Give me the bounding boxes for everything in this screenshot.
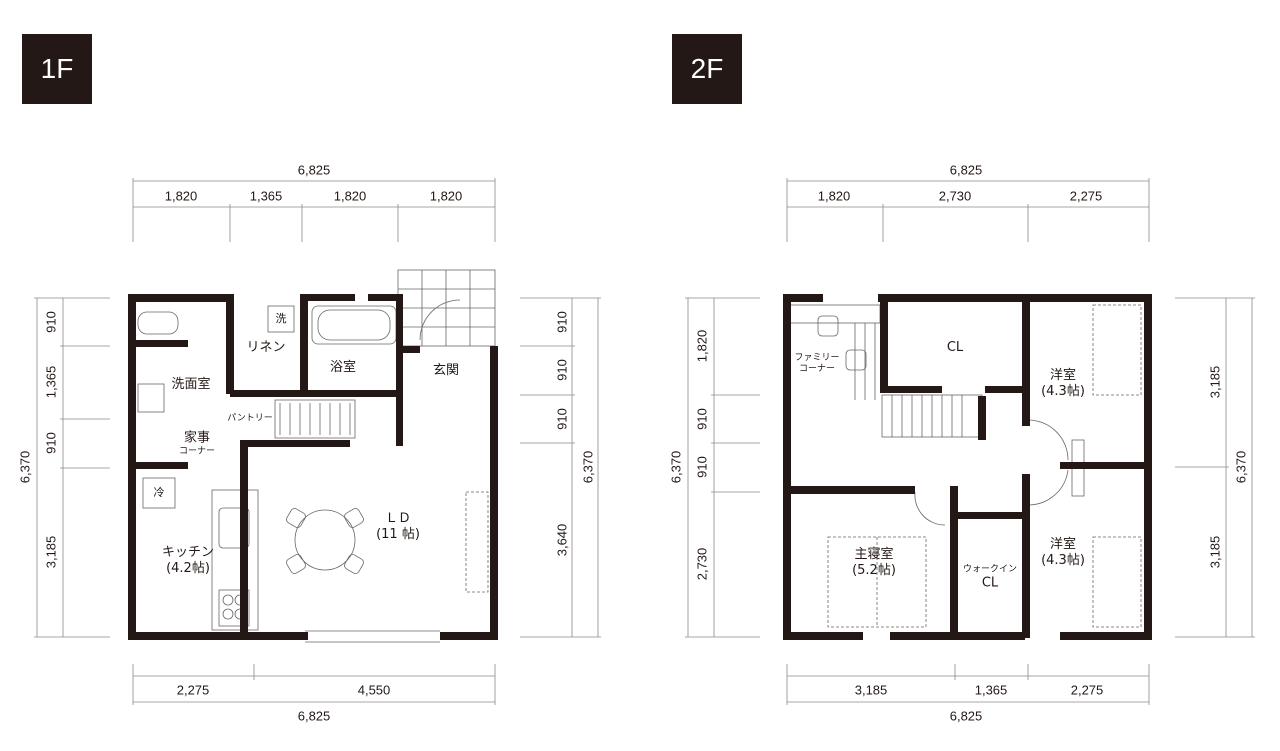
dim-2f-left-1: 910 [694, 408, 710, 430]
dim-1f-top-0: 1,820 [164, 188, 198, 204]
dim-1f-right-2: 910 [554, 408, 570, 430]
room-1f-bath: 浴室 [329, 360, 357, 375]
room-1f-kitchen-line1: キッチン [161, 545, 215, 560]
dim-2f-left-2: 910 [694, 456, 710, 478]
room-1f-ld: ＬＤ (11 帖) [376, 511, 420, 543]
room-1f-pantry: パントリー [227, 413, 273, 424]
dim-1f-bottom-0: 2,275 [176, 682, 210, 698]
dim-1f-right-0: 910 [554, 311, 570, 333]
room-2f-master: 主寝室 (5.2帖) [852, 547, 896, 579]
room-2f-cl: CL [946, 340, 964, 355]
room-2f-wic: ウォークイン CL [963, 565, 1017, 592]
dim-1f-right-total: 6,370 [580, 450, 596, 484]
dim-1f-top-1: 1,365 [249, 188, 283, 204]
room-1f-ld-line2: (11 帖) [376, 527, 420, 542]
room-2f-western-a-line2: (4.3帖) [1041, 384, 1085, 399]
room-1f-linen: リネン [246, 340, 286, 355]
dim-2f-left-3: 2,730 [694, 547, 710, 581]
room-1f-kitchen-line2: (4.2帖) [166, 561, 210, 576]
room-1f-washroom: 洗面室 [171, 377, 211, 392]
dim-1f-bottom-total: 6,825 [297, 708, 331, 724]
room-1f-washer: 洗 [275, 312, 287, 325]
dim-2f-right-total: 6,370 [1233, 450, 1249, 484]
dim-1f-left-total: 6,370 [17, 450, 33, 484]
room-2f-western-b-line2: (4.3帖) [1041, 553, 1085, 568]
floor-badge-2f-label: 2F [690, 53, 724, 84]
room-2f-master-line1: 主寝室 [854, 547, 894, 562]
room-1f-ld-line1: ＬＤ [384, 511, 412, 526]
dim-1f-right-3: 3,640 [554, 523, 570, 557]
room-1f-fridge: 冷 [153, 486, 165, 499]
dim-2f-top-0: 1,820 [817, 188, 851, 204]
walls-2f [783, 294, 1152, 640]
room-2f-western-b-line1: 洋室 [1049, 537, 1077, 552]
dim-2f-bottom-2: 2,275 [1070, 682, 1104, 698]
dim-2f-bottom-total: 6,825 [949, 708, 983, 724]
room-2f-family-corner: ファミリー コーナー [794, 353, 839, 375]
dim-2f-right-0: 3,185 [1207, 365, 1223, 399]
dim-2f-left-total: 6,370 [668, 450, 684, 484]
dim-1f-left-0: 910 [43, 311, 59, 333]
dim-1f-bottom-1: 4,550 [357, 682, 391, 698]
dim-1f-top-total: 6,825 [297, 162, 331, 178]
dim-2f-bottom-1: 1,365 [974, 682, 1008, 698]
room-2f-western-b: 洋室 (4.3帖) [1041, 537, 1085, 569]
room-1f-kitchen: キッチン (4.2帖) [162, 545, 214, 577]
floor-badge-1f: 1F [22, 34, 92, 104]
dim-2f-bottom-0: 3,185 [854, 682, 888, 698]
room-2f-family-line1: ファミリー [794, 353, 840, 363]
room-1f-housework: 家事 コーナー [179, 431, 215, 458]
room-1f-entrance: 玄関 [432, 363, 460, 378]
floor-badge-2f: 2F [672, 34, 742, 104]
room-2f-western-a-line1: 洋室 [1049, 368, 1077, 383]
dim-2f-right-1: 3,185 [1207, 535, 1223, 569]
room-2f-western-a: 洋室 (4.3帖) [1041, 368, 1085, 400]
dimension-lines [34, 178, 1255, 705]
dim-2f-top-2: 2,275 [1069, 188, 1103, 204]
room-1f-housework-line1: 家事 [183, 430, 211, 446]
dim-1f-top-2: 1,820 [333, 188, 367, 204]
dim-2f-top-1: 2,730 [938, 188, 972, 204]
dim-2f-left-0: 1,820 [694, 329, 710, 363]
dim-1f-left-1: 1,365 [43, 365, 59, 399]
floor-badge-1f-label: 1F [40, 53, 74, 84]
dim-1f-top-3: 1,820 [429, 188, 463, 204]
dim-1f-left-3: 3,185 [43, 535, 59, 569]
dim-1f-left-2: 910 [43, 432, 59, 454]
room-2f-wic-line2: CL [981, 575, 999, 591]
dim-1f-right-1: 910 [554, 359, 570, 381]
room-2f-family-line2: コーナー [798, 364, 836, 374]
dim-2f-top-total: 6,825 [949, 162, 983, 178]
room-1f-housework-line2: コーナー [178, 446, 216, 457]
room-2f-wic-line1: ウォークイン [962, 564, 1018, 575]
walls-1f [128, 294, 498, 640]
fixtures-2f [789, 304, 1142, 628]
room-2f-master-line2: (5.2帖) [852, 563, 896, 578]
fixtures-1f [137, 269, 496, 643]
